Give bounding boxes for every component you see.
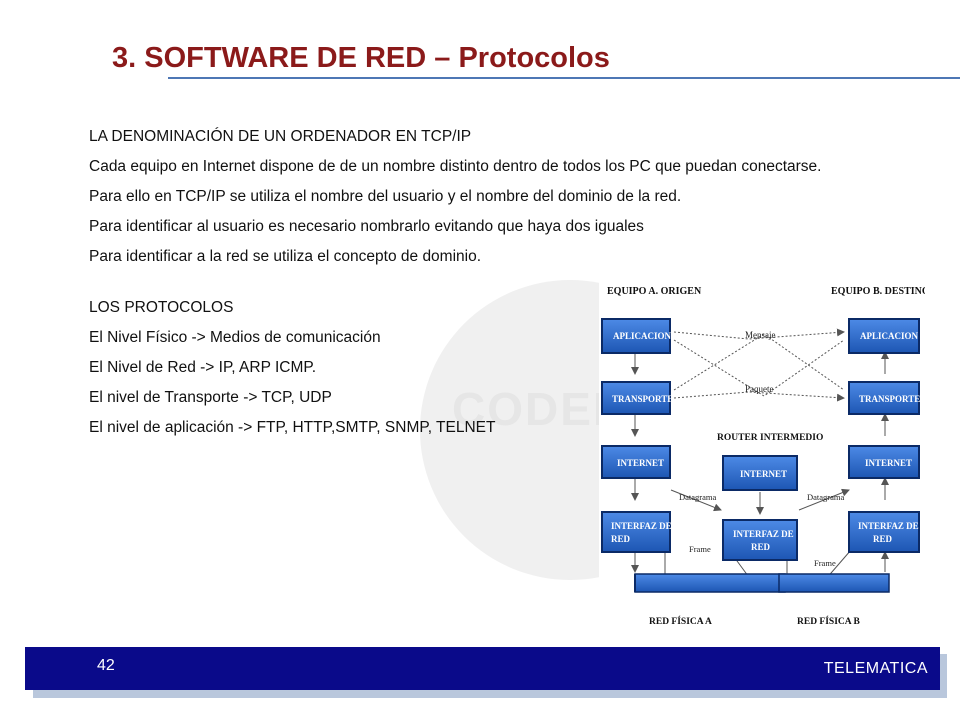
box-inet-a-label: INTERNET	[617, 458, 664, 468]
label-mensaje: Mensaje	[745, 330, 776, 340]
paragraph-dominio: Para identificar a la red se utiliza el …	[89, 248, 482, 265]
section-heading-denominacion: LA DENOMINACIÓN DE UN ORDENADOR EN TCP/I…	[89, 128, 472, 145]
footer-course-label: TELEMATICA	[823, 660, 928, 677]
box-intf-b	[848, 511, 920, 553]
box-intf-a-label-1: INTERFAZ DE	[611, 521, 672, 531]
box-trans-a	[601, 381, 671, 415]
header-equipo-a: EQUIPO A. ORIGEN	[607, 286, 702, 297]
paragraph-equipo: Cada equipo en Internet dispone de de un…	[89, 158, 822, 175]
label-paquete: Paquete	[745, 384, 774, 394]
box-app-b	[848, 318, 920, 354]
box-inet-router-label: INTERNET	[740, 469, 787, 479]
footer-bar: 42 TELEMATICA	[25, 647, 940, 690]
peer-line-mensaje	[673, 328, 845, 340]
protocol-layer-diagram: EQUIPO A. ORIGEN EQUIPO B. DESTINO ROUTE…	[599, 274, 930, 630]
box-intf-a	[601, 511, 671, 553]
box-intf-router-label-1: INTERFAZ DE	[733, 529, 794, 539]
box-trans-b	[848, 381, 920, 415]
list-item-red: El Nivel de Red -> IP, ARP ICMP.	[89, 359, 317, 376]
box-inet-router	[722, 455, 798, 491]
label-datagrama-1: Datagrama	[679, 492, 717, 502]
label-frame-2: Frame	[814, 558, 836, 568]
list-item-transporte: El nivel de Transporte -> TCP, UDP	[89, 389, 332, 406]
box-app-b-label: APLICACION	[860, 331, 919, 341]
header-router: ROUTER INTERMEDIO	[717, 433, 823, 443]
peer-lines	[673, 328, 845, 402]
label-datagrama-2: Datagrama	[807, 492, 845, 502]
title-underline	[168, 77, 960, 79]
paragraph-usuario: Para identificar al usuario es necesario…	[89, 218, 644, 235]
peer-line-trans-cross	[673, 333, 845, 391]
list-item-fisico: El Nivel Físico -> Medios de comunicació…	[89, 329, 381, 346]
box-intf-b-label-2: RED	[873, 534, 893, 544]
content-body: LA DENOMINACIÓN DE UN ORDENADOR EN TCP/I…	[89, 126, 902, 447]
peer-line-paquete	[673, 391, 845, 402]
box-trans-b-label: TRANSPORTE	[859, 394, 920, 404]
box-trans-a-label: TRANSPORTE	[612, 394, 673, 404]
paragraph-tcpip: Para ello en TCP/IP se utiliza el nombre…	[89, 188, 682, 205]
bar-net-a	[634, 573, 786, 593]
header-equipo-b: EQUIPO B. DESTINO	[831, 286, 925, 297]
box-intf-a-label-2: RED	[611, 534, 631, 544]
label-net-b: RED FÍSICA B	[797, 615, 860, 627]
slide-title: 3. SOFTWARE DE RED – Protocolos	[112, 42, 610, 74]
box-inet-b-label: INTERNET	[865, 458, 912, 468]
diagram-svg: EQUIPO A. ORIGEN EQUIPO B. DESTINO ROUTE…	[601, 286, 930, 627]
peer-line-app-cross	[673, 339, 845, 397]
page-number: 42	[97, 657, 115, 674]
section-heading-protocolos: LOS PROTOCOLOS	[89, 299, 234, 316]
bar-net-b	[778, 573, 890, 593]
box-inet-b	[848, 445, 920, 479]
box-intf-b-label-1: INTERFAZ DE	[858, 521, 919, 531]
box-app-a	[601, 318, 671, 354]
label-net-a: RED FÍSICA A	[649, 615, 712, 627]
box-intf-router-label-2: RED	[751, 542, 771, 552]
label-frame-1: Frame	[689, 544, 711, 554]
box-app-a-label: APLICACION	[613, 331, 672, 341]
list-item-aplicacion: El nivel de aplicación -> FTP, HTTP,SMTP…	[89, 419, 496, 436]
box-inet-a	[601, 445, 671, 479]
box-intf-router	[722, 519, 798, 561]
